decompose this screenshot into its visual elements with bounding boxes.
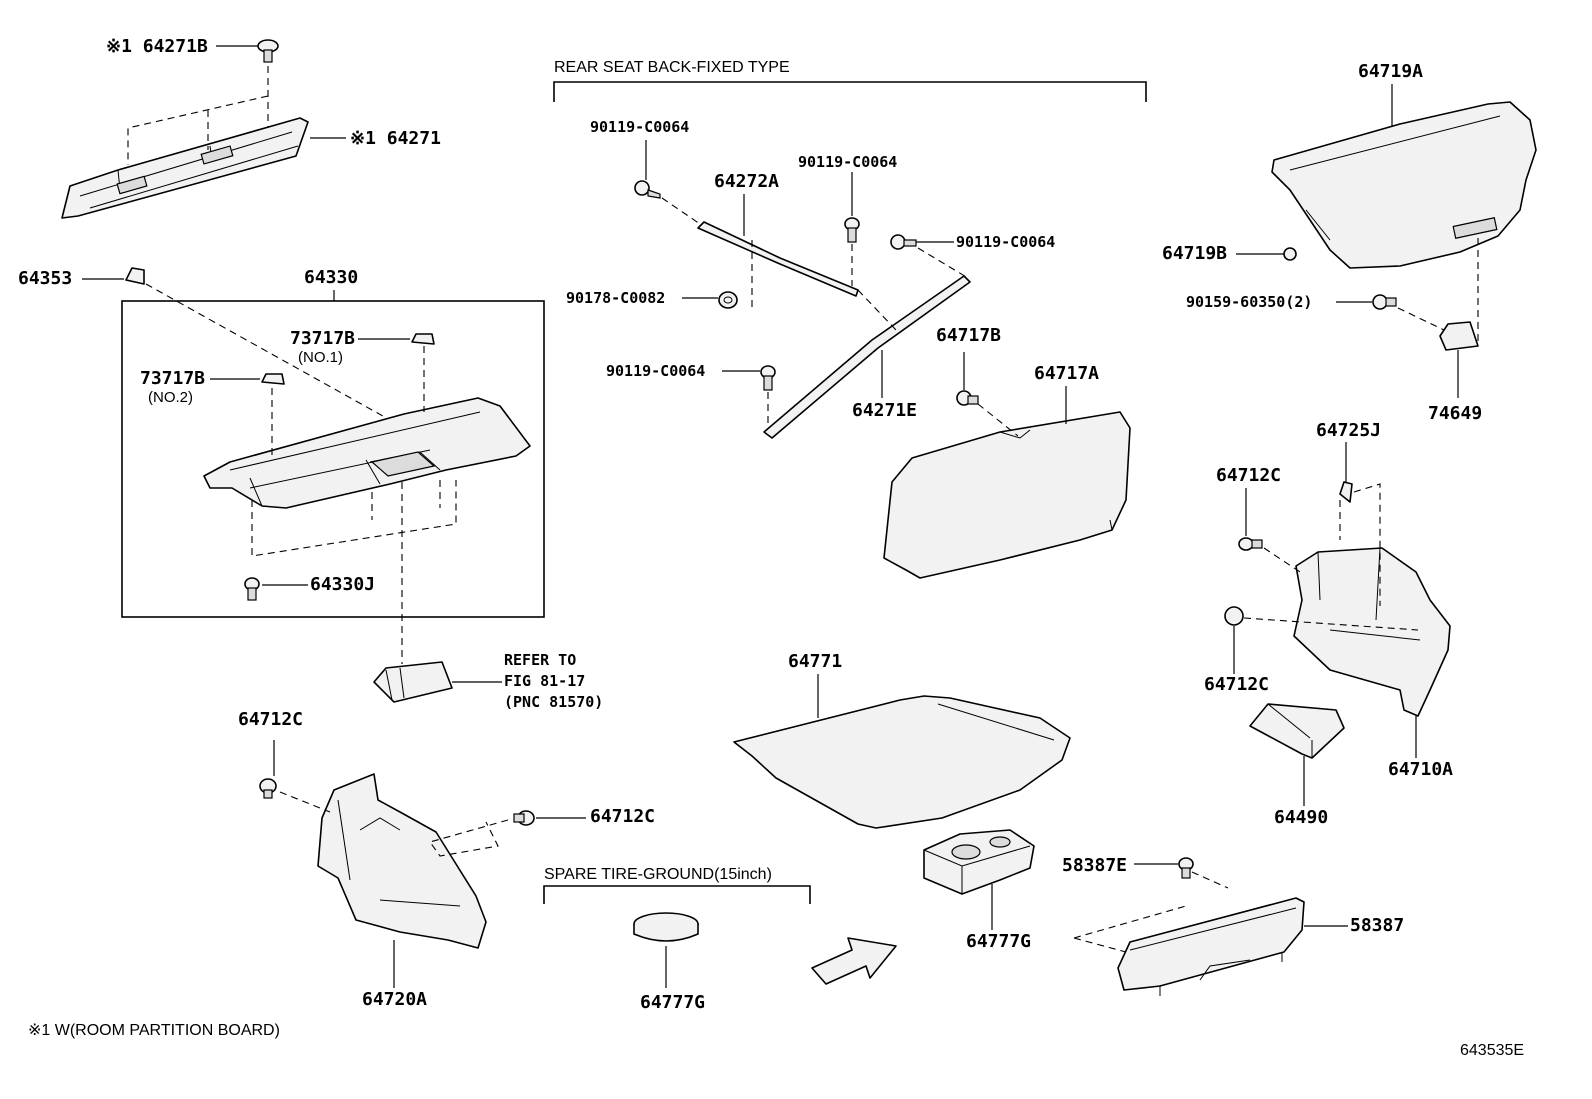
label-64717B: 64717B	[936, 325, 1002, 346]
part-64271E-bar	[763, 275, 971, 439]
label-64330: 64330	[304, 267, 359, 288]
label-73717B-no2: 73717B	[140, 368, 206, 389]
label-64710A: 64710A	[1388, 759, 1454, 780]
label-refer-line2: FIG 81-17	[504, 672, 586, 690]
label-64271B: ※1 64271B	[106, 36, 208, 57]
part-81570-reference	[373, 661, 453, 703]
package-tray-box	[121, 300, 545, 618]
label-74649: 74649	[1428, 403, 1483, 424]
part-64719A-trunk-lid-trim	[1271, 101, 1537, 269]
label-90119-a: 90119-C0064	[590, 118, 690, 136]
label-64719A: 64719A	[1358, 61, 1424, 82]
label-64777G-b: 64777G	[966, 931, 1032, 952]
label-64717A: 64717A	[1034, 363, 1100, 384]
part-64717A-trim-panel	[883, 411, 1131, 579]
label-rear-seat-header: REAR SEAT BACK-FIXED TYPE	[554, 59, 790, 76]
label-spare-header: SPARE TIRE-GROUND(15inch)	[544, 866, 772, 883]
label-73717B-no1: 73717B	[290, 328, 356, 349]
clip-73717B-no2	[261, 373, 285, 385]
part-64777G-jack-block	[923, 829, 1035, 895]
direction-arrow-icon	[811, 937, 897, 985]
clip-58387E	[1178, 857, 1194, 879]
label-64712C-d: 64712C	[1204, 674, 1270, 695]
clip-64712C-right-b	[1224, 606, 1244, 626]
label-64271: ※1 64271	[350, 128, 441, 149]
bolt-90119-d	[760, 365, 776, 391]
bolt-90119-a	[634, 180, 661, 199]
bolt-90159-60350	[1372, 294, 1397, 310]
clip-73717B-no1	[411, 333, 435, 345]
clip-64712C-left-b	[513, 810, 535, 826]
label-64771: 64771	[788, 651, 843, 672]
label-64712C-b: 64712C	[590, 806, 656, 827]
label-90178: 90178-C0082	[566, 289, 666, 307]
part-64271-partition-board	[61, 117, 309, 219]
label-refer-line3: (PNC 81570)	[504, 693, 604, 711]
label-58387: 58387	[1350, 915, 1405, 936]
label-64725J: 64725J	[1316, 420, 1382, 441]
label-64777G-a: 64777G	[640, 992, 706, 1013]
label-90159-60350: 90159-60350(2)	[1186, 293, 1313, 311]
part-64272A-bracket	[697, 221, 859, 297]
bolt-90119-c	[890, 234, 917, 250]
part-64777G-cap	[633, 912, 699, 942]
label-73717B-no1-note: (NO.1)	[298, 349, 343, 366]
part-58387-sill-plate	[1117, 897, 1305, 996]
label-64719B: 64719B	[1162, 243, 1228, 264]
figure-id: 643535E	[1460, 1042, 1525, 1059]
label-64353: 64353	[18, 268, 73, 289]
clip-64712C-right-a	[1238, 537, 1263, 551]
part-74649-bracket	[1439, 321, 1479, 351]
label-64271E: 64271E	[852, 400, 918, 421]
label-90119-d: 90119-C0064	[606, 362, 706, 380]
label-64272A: 64272A	[714, 171, 780, 192]
label-64330J: 64330J	[310, 574, 376, 595]
part-64710A-quarter-trim	[1293, 547, 1451, 717]
label-64490: 64490	[1274, 807, 1329, 828]
part-64771-floor-mat	[733, 695, 1071, 829]
part-64490-cover	[1249, 703, 1345, 759]
label-90119-b: 90119-C0064	[798, 153, 898, 171]
bolt-90119-b	[844, 217, 860, 243]
clip-64330J	[244, 577, 260, 601]
label-refer-line1: REFER TO	[504, 651, 577, 669]
footnote: ※1 W(ROOM PARTITION BOARD)	[28, 1022, 280, 1039]
label-64712C-c: 64712C	[1216, 465, 1282, 486]
clip-64717B	[956, 390, 979, 406]
label-64712C-a: 64712C	[238, 709, 304, 730]
clip-64271B	[257, 39, 279, 63]
part-64330-package-tray	[203, 397, 531, 509]
label-64720A: 64720A	[362, 989, 428, 1010]
part-64720A-quarter-trim	[317, 773, 487, 949]
clip-64712C-left-a	[259, 778, 277, 799]
clip-64719B	[1283, 247, 1297, 261]
label-90119-c: 90119-C0064	[956, 233, 1056, 251]
clip-64353	[125, 267, 145, 285]
label-58387E: 58387E	[1062, 855, 1128, 876]
clip-64725J	[1339, 481, 1353, 503]
label-73717B-no2-note: (NO.2)	[148, 389, 193, 406]
nut-90178	[718, 291, 738, 309]
